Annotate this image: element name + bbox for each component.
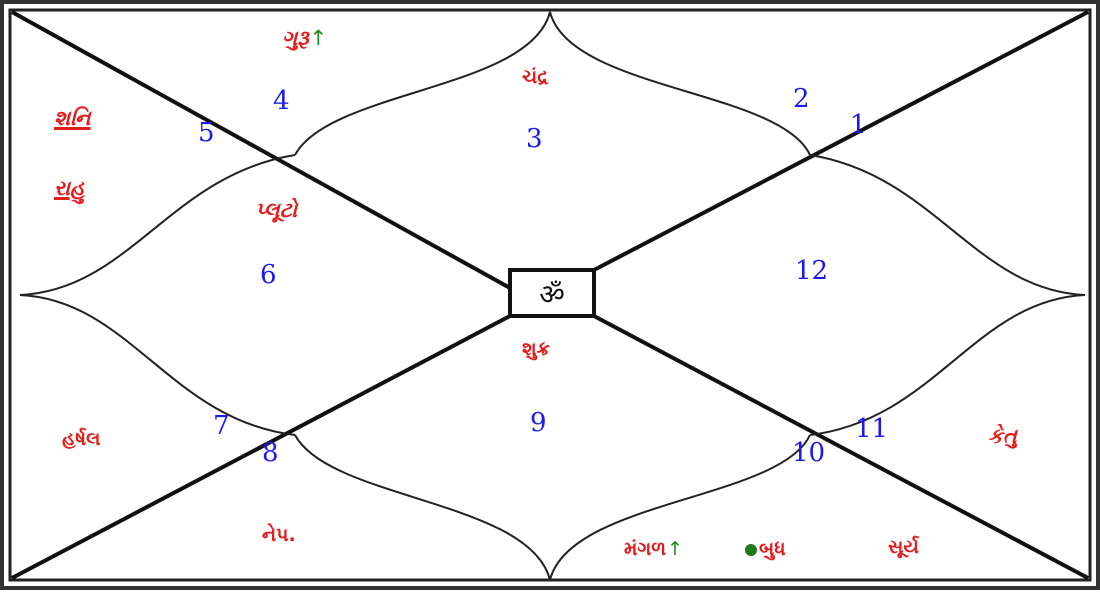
planet-ketu: કેતુ bbox=[988, 424, 1017, 448]
house-number-3: 3 bbox=[526, 124, 543, 154]
planet-guru-label: ગુરૂ bbox=[282, 26, 309, 50]
om-symbol: ॐ bbox=[539, 278, 565, 311]
house-number-1: 1 bbox=[850, 110, 867, 140]
retro-arrow-icon: ↑ bbox=[667, 538, 684, 560]
diagonal-tl-center bbox=[11, 10, 511, 290]
diagonal-tr-center bbox=[593, 10, 1089, 272]
combust-bomb-icon bbox=[745, 544, 757, 556]
planet-shani: શનિ bbox=[54, 106, 91, 130]
house-number-12: 12 bbox=[795, 256, 829, 286]
retro-arrow-icon: ↑ bbox=[309, 26, 328, 50]
left-petal bbox=[19, 154, 296, 436]
house-number-8: 8 bbox=[262, 438, 279, 468]
house-number-5: 5 bbox=[198, 118, 215, 148]
planet-pluto: પ્લૂટો bbox=[255, 198, 298, 222]
center-box bbox=[508, 268, 596, 318]
planet-chandra: ચંદ્ર bbox=[522, 66, 549, 88]
house-number-6: 6 bbox=[260, 260, 277, 290]
house-number-10: 10 bbox=[792, 438, 826, 468]
house-number-4: 4 bbox=[273, 86, 290, 116]
diagonal-center-bl bbox=[11, 314, 511, 580]
house-number-9: 9 bbox=[530, 408, 547, 438]
planet-nep: નેપ. bbox=[262, 524, 296, 546]
planet-guru: ગુરૂ↑ bbox=[282, 28, 327, 49]
bottom-petal bbox=[294, 434, 811, 581]
diagonal-center-br bbox=[593, 314, 1089, 580]
right-petal bbox=[809, 154, 1086, 436]
planet-rahu: રાહુ bbox=[54, 176, 85, 200]
planet-mangal: મંગળ↑ bbox=[624, 540, 683, 559]
top-petal bbox=[294, 8, 811, 156]
planet-budh: બુધ bbox=[745, 540, 786, 559]
house-number-2: 2 bbox=[793, 84, 810, 114]
house-number-11: 11 bbox=[855, 414, 889, 444]
planet-shukra: શુક્ર bbox=[522, 338, 551, 360]
planet-mangal-label: મંગળ bbox=[624, 538, 667, 560]
planet-harshal: હર્ષલ bbox=[62, 428, 101, 450]
planet-budh-label: બુધ bbox=[759, 538, 786, 560]
house-number-7: 7 bbox=[213, 411, 230, 441]
planet-surya: સૂર્ય bbox=[888, 536, 919, 558]
